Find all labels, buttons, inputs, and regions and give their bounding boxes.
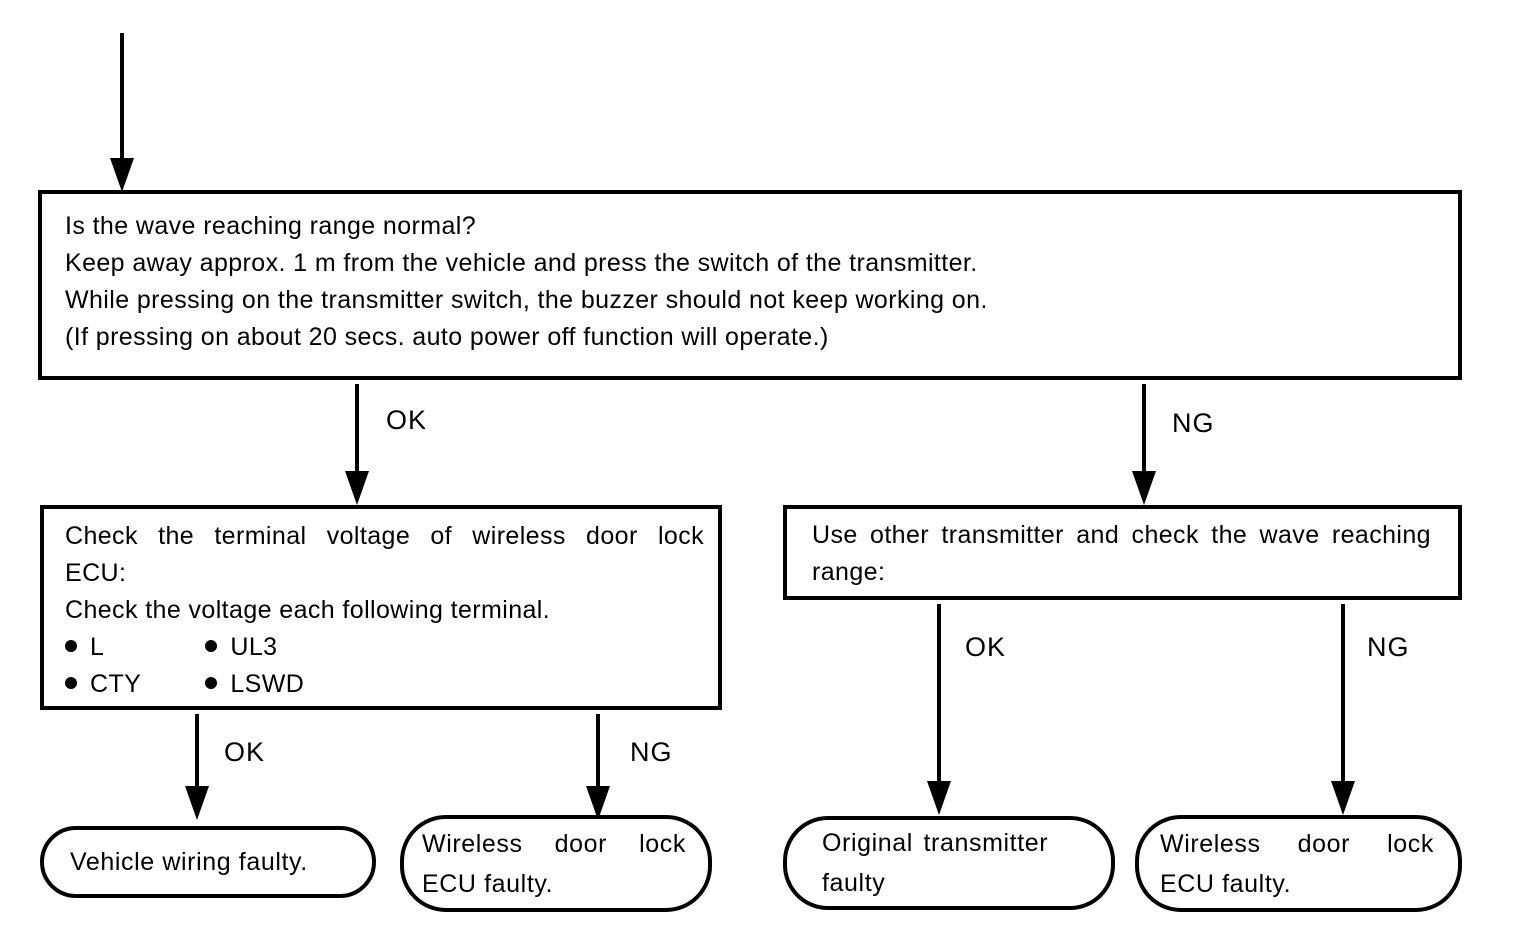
terminal-original-line1: Original transmitter [822, 829, 1049, 857]
terminal-ecu-right-line1: Wireless door lock [1160, 829, 1434, 858]
terminal-vehicle-wiring-line1: Vehicle wiring faulty. [70, 848, 308, 876]
terminal-original-transmitter-faulty: Original transmitter faulty [783, 816, 1115, 910]
branch-arrow-q3-ok-icon [927, 781, 951, 815]
bullet-dot-icon [205, 640, 218, 652]
branch-label-q3-ok: OK [965, 632, 1007, 662]
q2-line-1b: ECU: [65, 559, 127, 587]
start-arrow-head-icon [110, 158, 134, 192]
branch-line-q1-ng [1142, 384, 1146, 474]
q1-line-4: (If pressing on about 20 secs. auto powe… [65, 323, 829, 351]
q2-bullet-CTY-label: CTY [90, 670, 142, 698]
q2-bullet-row-2: CTY LSWD [65, 666, 704, 703]
terminal-vehicle-wiring-faulty: Vehicle wiring faulty. [40, 826, 376, 898]
branch-label-q2-ok: OK [224, 737, 266, 767]
bullet-dot-icon [65, 640, 77, 652]
q2-bullet-LSWD-label: LSWD [230, 670, 305, 698]
terminal-ecu-faulty-right: Wireless door lock ECU faulty. [1135, 815, 1462, 912]
branch-line-q3-ok [937, 604, 941, 783]
terminal-ecu-left-line1: Wireless door lock [422, 829, 686, 858]
branch-label-q1-ok: OK [386, 405, 428, 435]
terminal-ecu-faulty-left: Wireless door lock ECU faulty. [400, 815, 712, 912]
q2-bullet-LSWD: LSWD [205, 666, 304, 703]
q1-line-1: Is the wave reaching range normal? [65, 212, 477, 240]
terminal-ecu-right-line2: ECU faulty. [1160, 869, 1292, 898]
q2-line-1: Check the terminal voltage of wireless d… [65, 522, 704, 550]
branch-line-q2-ok [195, 714, 199, 788]
q2-bullet-L-label: L [90, 633, 105, 661]
q3-line-2: range: [812, 558, 886, 586]
q2-bullet-CTY: CTY [65, 666, 198, 703]
q1-line-2: Keep away approx. 1 m from the vehicle a… [65, 249, 978, 277]
q2-bullet-L: L [65, 629, 198, 666]
terminal-ecu-left-line2: ECU faulty. [422, 869, 554, 898]
q2-bullet-row-1: L UL3 [65, 629, 704, 666]
terminal-original-line2: faulty [822, 869, 886, 897]
node-q2-terminal-voltage: Check the terminal voltage of wireless d… [40, 505, 722, 710]
branch-line-q1-ok [355, 384, 359, 474]
branch-line-q2-ng [596, 714, 600, 788]
node-q3-other-transmitter: Use other transmitter and check the wave… [783, 505, 1462, 600]
branch-label-q2-ng: NG [630, 737, 673, 767]
branch-arrow-q1-ng-icon [1132, 471, 1156, 505]
q1-line-3: While pressing on the transmitter switch… [65, 286, 988, 314]
bullet-dot-icon [65, 677, 77, 689]
bullet-dot-icon [205, 677, 218, 689]
q3-line-1: Use other transmitter and check the wave… [812, 521, 1431, 549]
branch-arrow-q1-ok-icon [345, 471, 369, 505]
start-arrow-line [120, 33, 124, 161]
q2-line-2: Check the voltage each following termina… [65, 596, 551, 624]
branch-arrow-q2-ok-icon [185, 786, 209, 820]
branch-line-q3-ng [1341, 604, 1345, 783]
branch-arrow-q2-ng-icon [586, 786, 610, 820]
branch-label-q3-ng: NG [1367, 632, 1410, 662]
q2-bullet-UL3-label: UL3 [230, 633, 278, 661]
node-q1-wave-range: Is the wave reaching range normal? Keep … [38, 190, 1462, 380]
q2-bullet-UL3: UL3 [205, 629, 277, 666]
branch-arrow-q3-ng-icon [1331, 781, 1355, 815]
branch-label-q1-ng: NG [1172, 408, 1215, 438]
